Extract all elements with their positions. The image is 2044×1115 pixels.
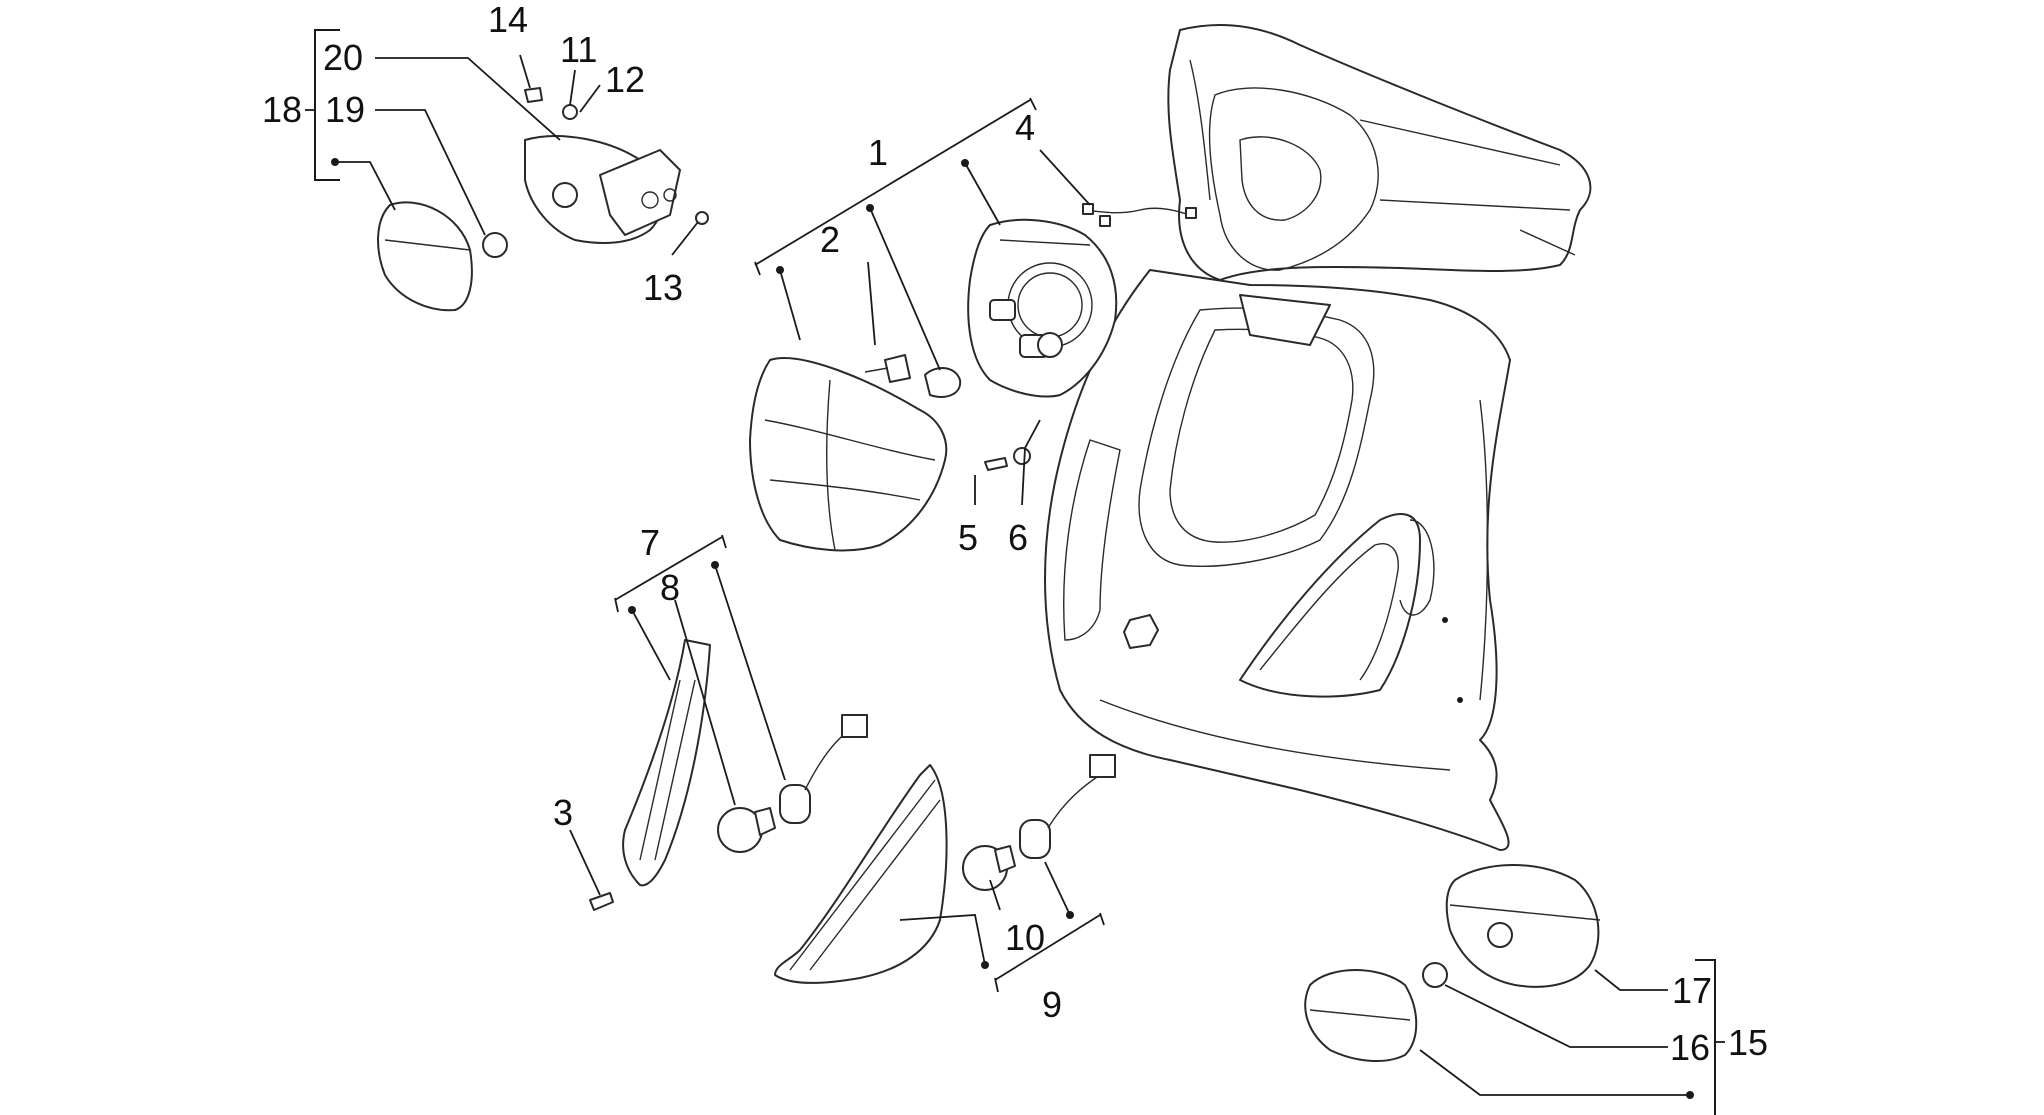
- callout-labels: 1 2 3 4 5 6 7 8 9 10 11 12 13 14 15 16 1…: [262, 0, 1768, 1068]
- callout-13: 13: [643, 267, 683, 308]
- leader-dots: [331, 158, 1694, 1099]
- callout-10: 10: [1005, 917, 1045, 958]
- callout-9: 9: [1042, 984, 1062, 1025]
- callout-17: 17: [1672, 970, 1712, 1011]
- callout-7: 7: [640, 522, 660, 563]
- callout-3: 3: [553, 792, 573, 833]
- callout-12: 12: [605, 59, 645, 100]
- headlight-housing: [967, 218, 1118, 398]
- callout-19: 19: [325, 89, 365, 130]
- right-front-turn-signal: [774, 754, 1116, 984]
- front-shield: [1044, 269, 1511, 851]
- callout-1: 1: [868, 132, 888, 173]
- headlight-lens: [749, 357, 948, 552]
- callout-20: 20: [323, 37, 363, 78]
- leader-lines: [305, 29, 1725, 1115]
- bottom-right-lamp-assembly: [1304, 864, 1601, 1062]
- small-parts: [864, 203, 1197, 471]
- callout-4: 4: [1015, 107, 1035, 148]
- callout-6: 6: [1008, 517, 1028, 558]
- callout-16: 16: [1670, 1027, 1710, 1068]
- callout-18: 18: [262, 89, 302, 130]
- callout-14: 14: [488, 0, 528, 40]
- left-front-turn-signal: [589, 639, 868, 911]
- callout-11: 11: [560, 29, 597, 70]
- callout-8: 8: [660, 567, 680, 608]
- handlebar-cover: [1167, 24, 1592, 281]
- callout-5: 5: [958, 517, 978, 558]
- callout-2: 2: [820, 219, 840, 260]
- callout-15: 15: [1728, 1022, 1768, 1063]
- top-left-lamp-assembly: [377, 87, 709, 312]
